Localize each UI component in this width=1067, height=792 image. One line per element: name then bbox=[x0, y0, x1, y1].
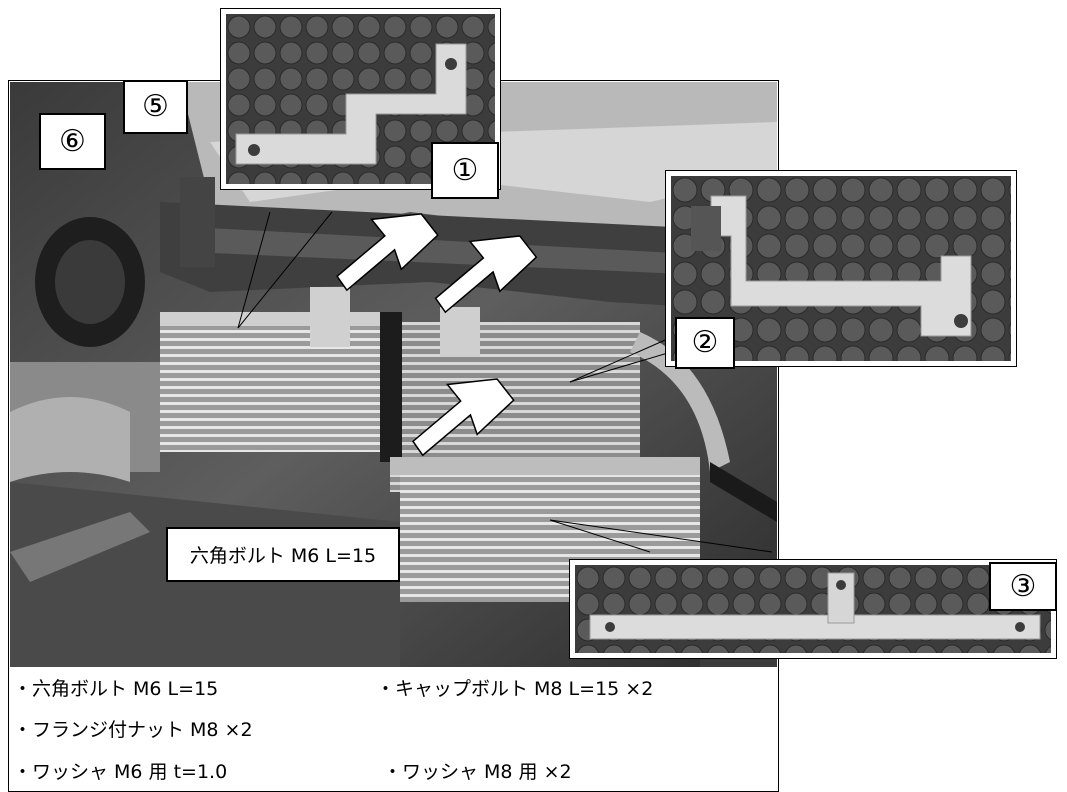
parts-list-item-hex-bolt: ・六角ボルト M6 L=15 bbox=[13, 678, 219, 700]
callout-part-6-number: ⑥ bbox=[59, 123, 86, 159]
callout-part-1: ① bbox=[431, 142, 499, 199]
callout-part-2: ② bbox=[675, 317, 735, 369]
callout-hex-bolt: 六角ボルト M6 L=15 bbox=[166, 527, 400, 582]
callout-part-3-number: ③ bbox=[1009, 568, 1037, 604]
callout-part-6: ⑥ bbox=[39, 113, 106, 170]
callout-part-5: ⑤ bbox=[123, 80, 188, 134]
callout-part-5-number: ⑤ bbox=[142, 89, 169, 124]
inset-photo-part-3 bbox=[569, 559, 1057, 659]
callout-part-1-number: ① bbox=[451, 152, 479, 188]
hex-bolt-label: 六角ボルト M6 L=15 bbox=[189, 545, 377, 567]
callout-part-3: ③ bbox=[989, 562, 1057, 611]
parts-list-item-washer-m6: ・ワッシャ M6 用 t=1.0 bbox=[13, 761, 228, 783]
parts-list-item-cap-bolt: ・キャップボルト M8 L=15 ×2 bbox=[376, 678, 654, 700]
parts-list-item-washer-m8: ・ワッシャ M8 用 ×2 bbox=[383, 761, 572, 783]
inset-photo-part-2 bbox=[665, 170, 1017, 367]
parts-list-item-flange-nut: ・フランジ付ナット M8 ×2 bbox=[13, 719, 253, 741]
callout-part-2-number: ② bbox=[691, 325, 719, 360]
